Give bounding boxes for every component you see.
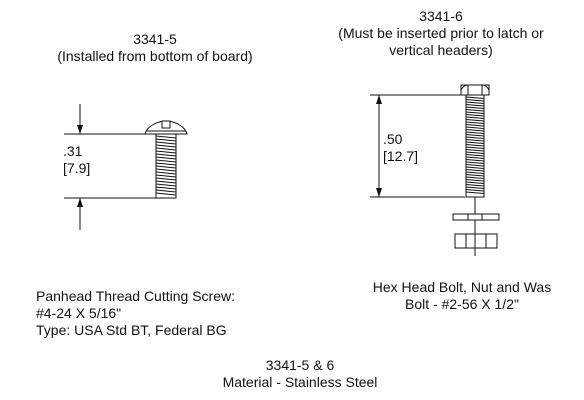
thread-line <box>465 136 485 139</box>
thread-line <box>155 138 177 142</box>
washer-drawing <box>452 207 500 234</box>
part-5-description-line-3: Type: USA Std BT, Federal BG <box>36 322 227 338</box>
part-5-dimension-lines <box>64 104 156 230</box>
thread-line <box>155 153 177 157</box>
hex-bolt-threads <box>465 96 485 194</box>
thread-line <box>465 126 485 129</box>
part-6-number: 3341-6 <box>419 8 463 24</box>
thread-line <box>465 96 485 99</box>
thread-line <box>155 162 177 166</box>
thread-line <box>155 189 177 193</box>
thread-line <box>465 144 485 147</box>
part-5-description: Panhead Thread Cutting Screw: #4-24 X 5/… <box>36 288 235 339</box>
part-5-number: 3341-5 <box>133 31 177 47</box>
material-footer: 3341-5 & 6 Material - Stainless Steel <box>155 357 445 391</box>
part-6-dimension-lines <box>370 94 465 198</box>
thread-line <box>155 156 177 160</box>
thread-line <box>155 186 177 190</box>
thread-line <box>465 169 485 172</box>
part-6-description-line-1: Hex Head Bolt, Nut and Was <box>372 279 552 295</box>
thread-line <box>465 99 485 102</box>
panhead-screw-drawing <box>144 120 188 199</box>
thread-line <box>465 116 485 119</box>
thread-line <box>155 147 177 151</box>
thread-line <box>155 150 177 154</box>
part-6-dimension-mm: [12.7] <box>383 148 419 164</box>
thread-line <box>155 141 177 145</box>
thread-line <box>465 129 485 132</box>
part-5-note: (Installed from bottom of board) <box>57 48 253 64</box>
part-6-heading: 3341-6 (Must be inserted prior to latch … <box>300 8 582 59</box>
thread-line <box>155 159 177 163</box>
thread-line <box>465 154 485 157</box>
part-6-note-line-2: vertical headers) <box>389 42 493 58</box>
part-5-dimension-label: .31 [7.9] <box>63 143 90 177</box>
thread-line <box>155 168 177 172</box>
thread-line <box>465 161 485 164</box>
thread-line <box>465 181 485 184</box>
part-6-note-line-1: (Must be inserted prior to latch or <box>338 25 544 41</box>
thread-line <box>465 111 485 114</box>
thread-line <box>465 134 485 137</box>
thread-line <box>465 146 485 149</box>
part-5-dimension-inches: .31 <box>63 143 83 159</box>
part-6-dimension-label: .50 [12.7] <box>383 131 418 165</box>
part-6-description: Hex Head Bolt, Nut and Was Bolt - #2-56 … <box>340 279 584 313</box>
thread-line <box>155 192 177 196</box>
thread-line <box>465 189 485 192</box>
thread-line <box>465 119 485 122</box>
part-5-dimension-mm: [7.9] <box>63 160 91 176</box>
thread-line <box>155 144 177 148</box>
thread-line <box>465 114 485 117</box>
thread-line <box>465 159 485 162</box>
thread-line <box>155 135 177 139</box>
thread-line <box>465 124 485 127</box>
thread-line <box>465 121 485 124</box>
thread-line <box>155 177 177 181</box>
thread-line <box>465 184 485 187</box>
thread-line <box>465 109 485 112</box>
thread-line <box>465 176 485 179</box>
thread-line <box>465 174 485 177</box>
thread-line <box>465 149 485 152</box>
thread-line <box>155 174 177 178</box>
panhead-screw-threads <box>155 135 177 196</box>
thread-line <box>465 141 485 144</box>
thread-line <box>155 165 177 169</box>
thread-line <box>465 179 485 182</box>
thread-line <box>465 156 485 159</box>
thread-line <box>155 183 177 187</box>
part-5-description-line-1: Panhead Thread Cutting Screw: <box>36 288 235 304</box>
thread-line <box>155 180 177 184</box>
hex-head-bolt-drawing <box>460 84 490 207</box>
thread-line <box>465 191 485 194</box>
part-6-dimension-inches: .50 <box>383 131 403 147</box>
thread-line <box>465 164 485 167</box>
thread-line <box>465 131 485 134</box>
thread-line <box>465 186 485 189</box>
hex-nut-drawing <box>454 233 498 256</box>
footer-part-numbers: 3341-5 & 6 <box>265 357 335 373</box>
thread-line <box>465 151 485 154</box>
thread-line <box>465 166 485 169</box>
part-6-description-line-2: Bolt - #2-56 X 1/2" <box>405 296 519 312</box>
thread-line <box>465 106 485 109</box>
thread-line <box>155 171 177 175</box>
footer-material: Material - Stainless Steel <box>222 374 378 390</box>
thread-line <box>465 139 485 142</box>
thread-line <box>465 101 485 104</box>
thread-line <box>465 104 485 107</box>
part-5-heading: 3341-5 (Installed from bottom of board) <box>0 31 310 65</box>
part-5-description-line-2: #4-24 X 5/16" <box>36 305 122 321</box>
thread-line <box>465 171 485 174</box>
